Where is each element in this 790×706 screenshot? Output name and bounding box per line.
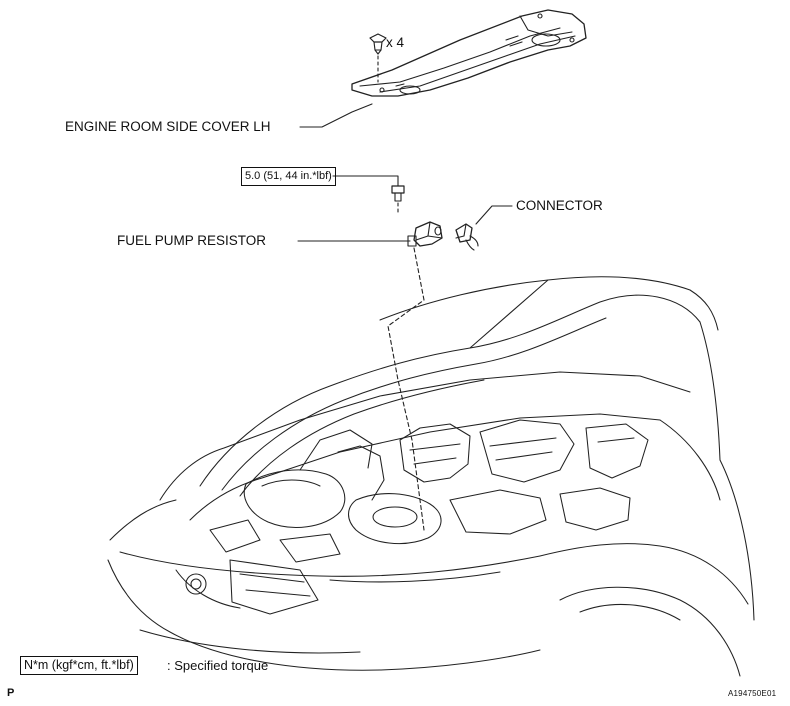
connector-drawing <box>455 223 479 251</box>
page-marker: P <box>7 687 15 699</box>
figure-code: A194750E01 <box>728 689 777 698</box>
side-cover-leader <box>299 103 373 128</box>
clip-drawing <box>369 33 387 83</box>
torque-legend-description: : Specified torque <box>167 658 269 673</box>
bolt-drawing <box>391 185 405 213</box>
torque-spec-box: 5.0 (51, 44 in.*lbf) <box>241 167 336 186</box>
fuel-pump-resistor-label: FUEL PUMP RESISTOR <box>117 233 267 248</box>
connector-leader <box>475 205 513 225</box>
torque-units-legend-box: N*m (kgf*cm, ft.*lbf) <box>20 656 138 675</box>
fuel-pump-resistor-drawing <box>407 221 443 247</box>
torque-leader <box>332 175 399 187</box>
connector-label: CONNECTOR <box>516 198 603 213</box>
engine-room-side-cover-drawing <box>351 9 587 97</box>
clip-quantity-label: x 4 <box>386 35 405 50</box>
mounting-position-dashed-line <box>387 247 425 531</box>
engine-room-side-cover-label: ENGINE ROOM SIDE COVER LH <box>65 119 271 134</box>
vehicle-front-drawing <box>107 276 755 677</box>
